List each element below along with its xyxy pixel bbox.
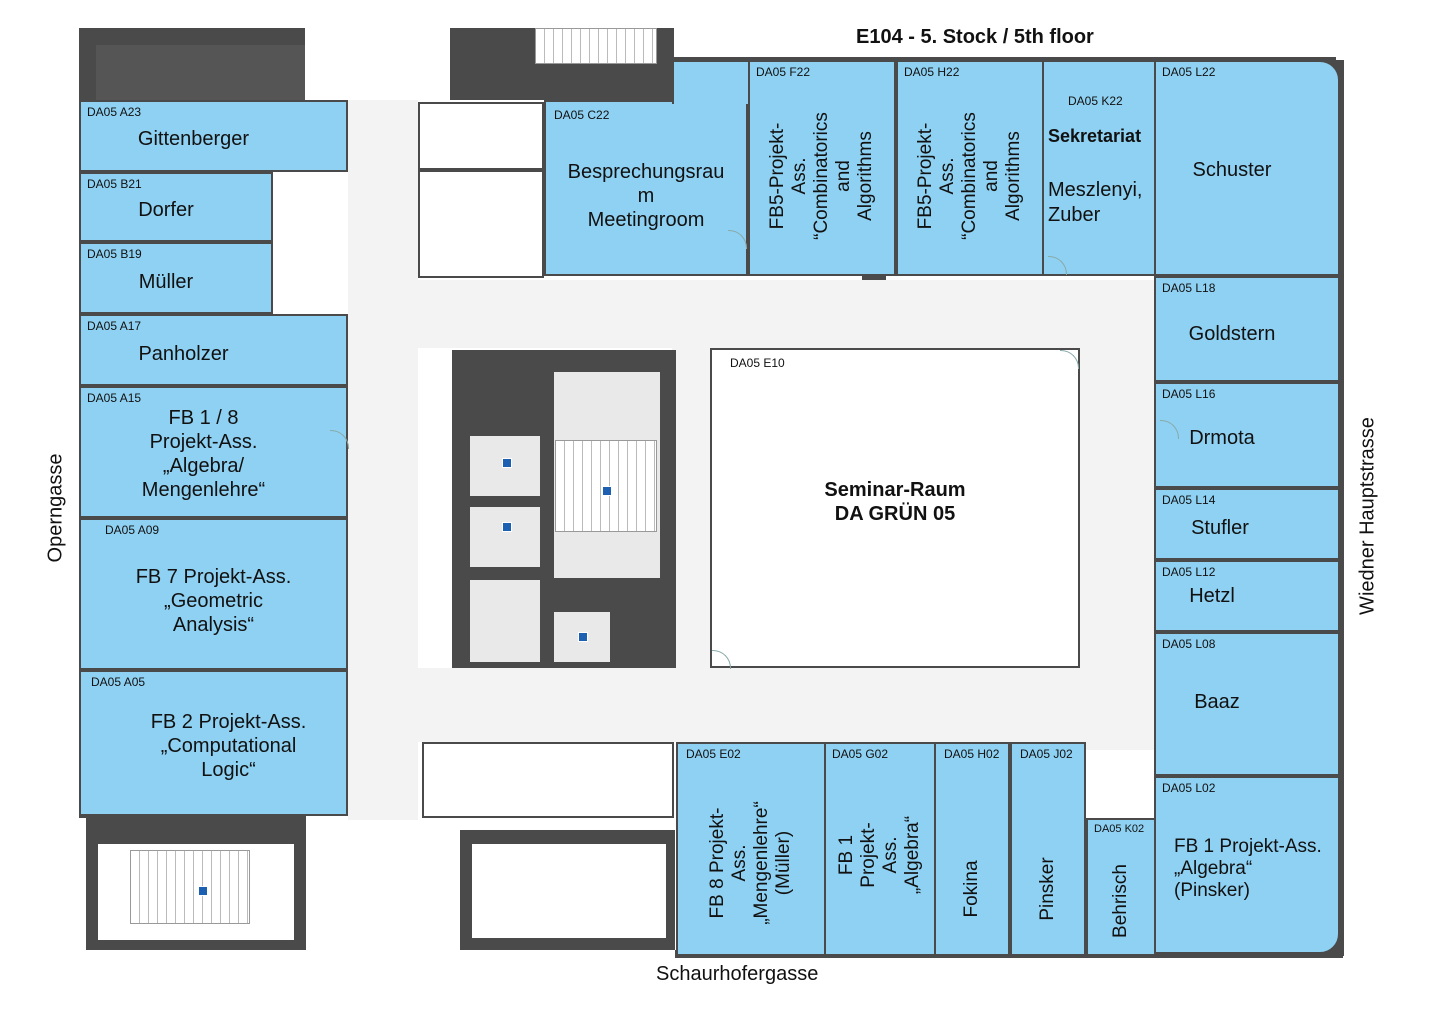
room-occupant: Goldstern <box>1188 323 1276 345</box>
lift-shaft <box>468 505 542 569</box>
street-right: Wiedner Hauptstrasse <box>1356 417 1379 615</box>
room-code: DA05 H22 <box>904 65 960 79</box>
room-a23[interactable]: DA05 A23 Gittenberger <box>79 100 348 172</box>
corridor <box>1080 280 1156 750</box>
room-occupant: FB 1 Projekt-Ass. „Algebra“ <box>836 815 923 895</box>
seminar-name: Seminar-Raum DA GRÜN 05 <box>824 479 966 525</box>
room-b21[interactable]: DA05 B21 Dorfer <box>79 172 273 242</box>
room-occupant: FB 1 Projekt-Ass. „Algebra“ (Pinsker) <box>1174 836 1322 901</box>
room-l08[interactable]: DA05 L08 Baaz <box>1154 632 1340 776</box>
room-code: DA05 L18 <box>1162 281 1216 295</box>
room-code: DA05 J02 <box>1020 747 1073 761</box>
room-j02[interactable]: DA05 J02 Pinsker <box>1010 742 1086 956</box>
street-bottom: Schaurhofergasse <box>656 963 819 985</box>
room-code: DA05 L12 <box>1162 565 1216 579</box>
room-e02[interactable]: DA05 E02 FB 8 Projekt-Ass. „Mengenlehre“… <box>676 742 826 956</box>
room-l12[interactable]: DA05 L12 Hetzl <box>1154 560 1340 632</box>
room-label: Sekretariat <box>1048 126 1142 146</box>
room-occupant: FB 7 Projekt-Ass. „Geometric Analysis“ <box>135 566 292 636</box>
corridor <box>348 668 1156 742</box>
room-code: DA05 L16 <box>1162 387 1216 401</box>
room-occupant: Baaz <box>1194 691 1240 713</box>
room-a05[interactable]: DA05 A05 FB 2 Projekt-Ass. „Computationa… <box>79 670 348 816</box>
room-occupant: Drmota <box>1189 427 1255 449</box>
room-code: DA05 L08 <box>1162 637 1216 651</box>
room-l14[interactable]: DA05 L14 Stufler <box>1154 488 1340 560</box>
room-code: DA05 A15 <box>87 391 142 405</box>
room-code: DA05 A23 <box>87 105 142 119</box>
room-occupant: Müller <box>138 271 194 293</box>
service-room <box>470 842 668 940</box>
room-h22[interactable]: DA05 H22 FB5-Projekt-Ass. “Combinatorics… <box>896 60 1044 276</box>
room-occupant: FB5-Projekt-Ass. “Combinatorics and Algo… <box>767 112 876 240</box>
room-occupant: FB 2 Projekt-Ass. „Computational Logic“ <box>150 711 307 781</box>
room-code: DA05 A09 <box>105 523 160 537</box>
room-occupant: Panholzer <box>138 343 229 365</box>
room-a17[interactable]: DA05 A17 Panholzer <box>79 314 348 386</box>
room-h02[interactable]: DA05 H02 Fokina <box>934 742 1010 956</box>
room-occupant: FB 1 / 8 Projekt-Ass. „Algebra/ Mengenle… <box>141 407 266 501</box>
room-occupant: FB5-Projekt-Ass. “Combinatorics and Algo… <box>915 112 1024 240</box>
room-code: DA05 E02 <box>686 747 741 761</box>
room-occupant: Hetzl <box>1189 585 1235 607</box>
lift-icon <box>578 632 588 642</box>
wc-room <box>422 742 674 818</box>
lift-icon <box>198 886 208 896</box>
room-l02[interactable]: DA05 L02 FB 1 Projekt-Ass. „Algebra“ (Pi… <box>1154 776 1340 954</box>
room-code: DA05 G02 <box>832 747 889 761</box>
room-occupant: FB 8 Projekt-Ass. „Mengenlehre“ (Müller) <box>707 801 794 925</box>
room-occupant: Meszlenyi, Zuber <box>1048 179 1143 226</box>
room-code: DA05 B21 <box>87 177 142 191</box>
seminar-room[interactable]: DA05 E10 Seminar-Raum DA GRÜN 05 <box>710 348 1080 668</box>
room-a15[interactable]: DA05 A15 FB 1 / 8 Projekt-Ass. „Algebra/… <box>79 386 348 518</box>
room-occupant: Besprechungsrau m Meetingroom <box>567 161 725 231</box>
room-l22[interactable]: DA05 L22 Schuster <box>1154 60 1340 276</box>
stairs <box>535 28 657 64</box>
room-code: DA05 K02 <box>1094 823 1145 835</box>
room-g02[interactable]: DA05 G02 FB 1 Projekt-Ass. „Algebra“ <box>824 742 936 956</box>
wall <box>96 45 305 100</box>
room-code: DA05 F22 <box>756 65 811 79</box>
room-occupant: Gittenberger <box>137 128 250 150</box>
room-b19[interactable]: DA05 B19 Müller <box>79 242 273 314</box>
room-c22[interactable]: DA05 C22 Besprechungsrau m Meetingroom <box>544 100 748 276</box>
corridor <box>348 280 1156 348</box>
room-code: DA05 L14 <box>1162 493 1216 507</box>
room-code: DA05 A17 <box>87 319 142 333</box>
room-code: DA05 A05 <box>91 675 146 689</box>
room-occupant: Dorfer <box>138 199 194 221</box>
service-room <box>468 578 542 664</box>
room-occupant: Schuster <box>1192 159 1272 181</box>
room-code: DA05 L02 <box>1162 781 1216 795</box>
wc-room <box>418 170 544 278</box>
room-code: DA05 B19 <box>87 247 142 261</box>
lift-icon <box>502 458 512 468</box>
lift-icon <box>602 486 612 496</box>
stairs <box>130 850 250 924</box>
room-code: DA05 H02 <box>944 747 1000 761</box>
room-c22-annex <box>672 60 750 104</box>
room-occupant: Behrisch <box>1110 864 1131 938</box>
lift-icon <box>502 522 512 532</box>
floor-title: E104 - 5. Stock / 5th floor <box>856 26 1094 48</box>
room-occupant: Fokina <box>961 860 982 918</box>
room-l16[interactable]: DA05 L16 Drmota <box>1154 382 1340 488</box>
room-k22[interactable]: DA05 K22 Sekretariat Meszlenyi, Zuber <box>1042 60 1156 276</box>
room-l18[interactable]: DA05 L18 Goldstern <box>1154 276 1340 382</box>
street-left: Operngasse <box>44 453 67 563</box>
room-code: DA05 K22 <box>1068 94 1123 108</box>
room-code: DA05 C22 <box>554 108 610 122</box>
room-code: DA05 E10 <box>730 356 785 370</box>
room-a09[interactable]: DA05 A09 FB 7 Projekt-Ass. „Geometric An… <box>79 518 348 670</box>
room-f22[interactable]: DA05 F22 FB5-Projekt-Ass. “Combinatorics… <box>748 60 896 276</box>
wc-room <box>418 102 544 170</box>
room-occupant: Stufler <box>1191 517 1249 539</box>
room-occupant: Pinsker <box>1037 857 1058 921</box>
room-k02[interactable]: DA05 K02 Behrisch <box>1086 818 1156 956</box>
wall <box>79 28 305 46</box>
room-code: DA05 L22 <box>1162 65 1216 79</box>
